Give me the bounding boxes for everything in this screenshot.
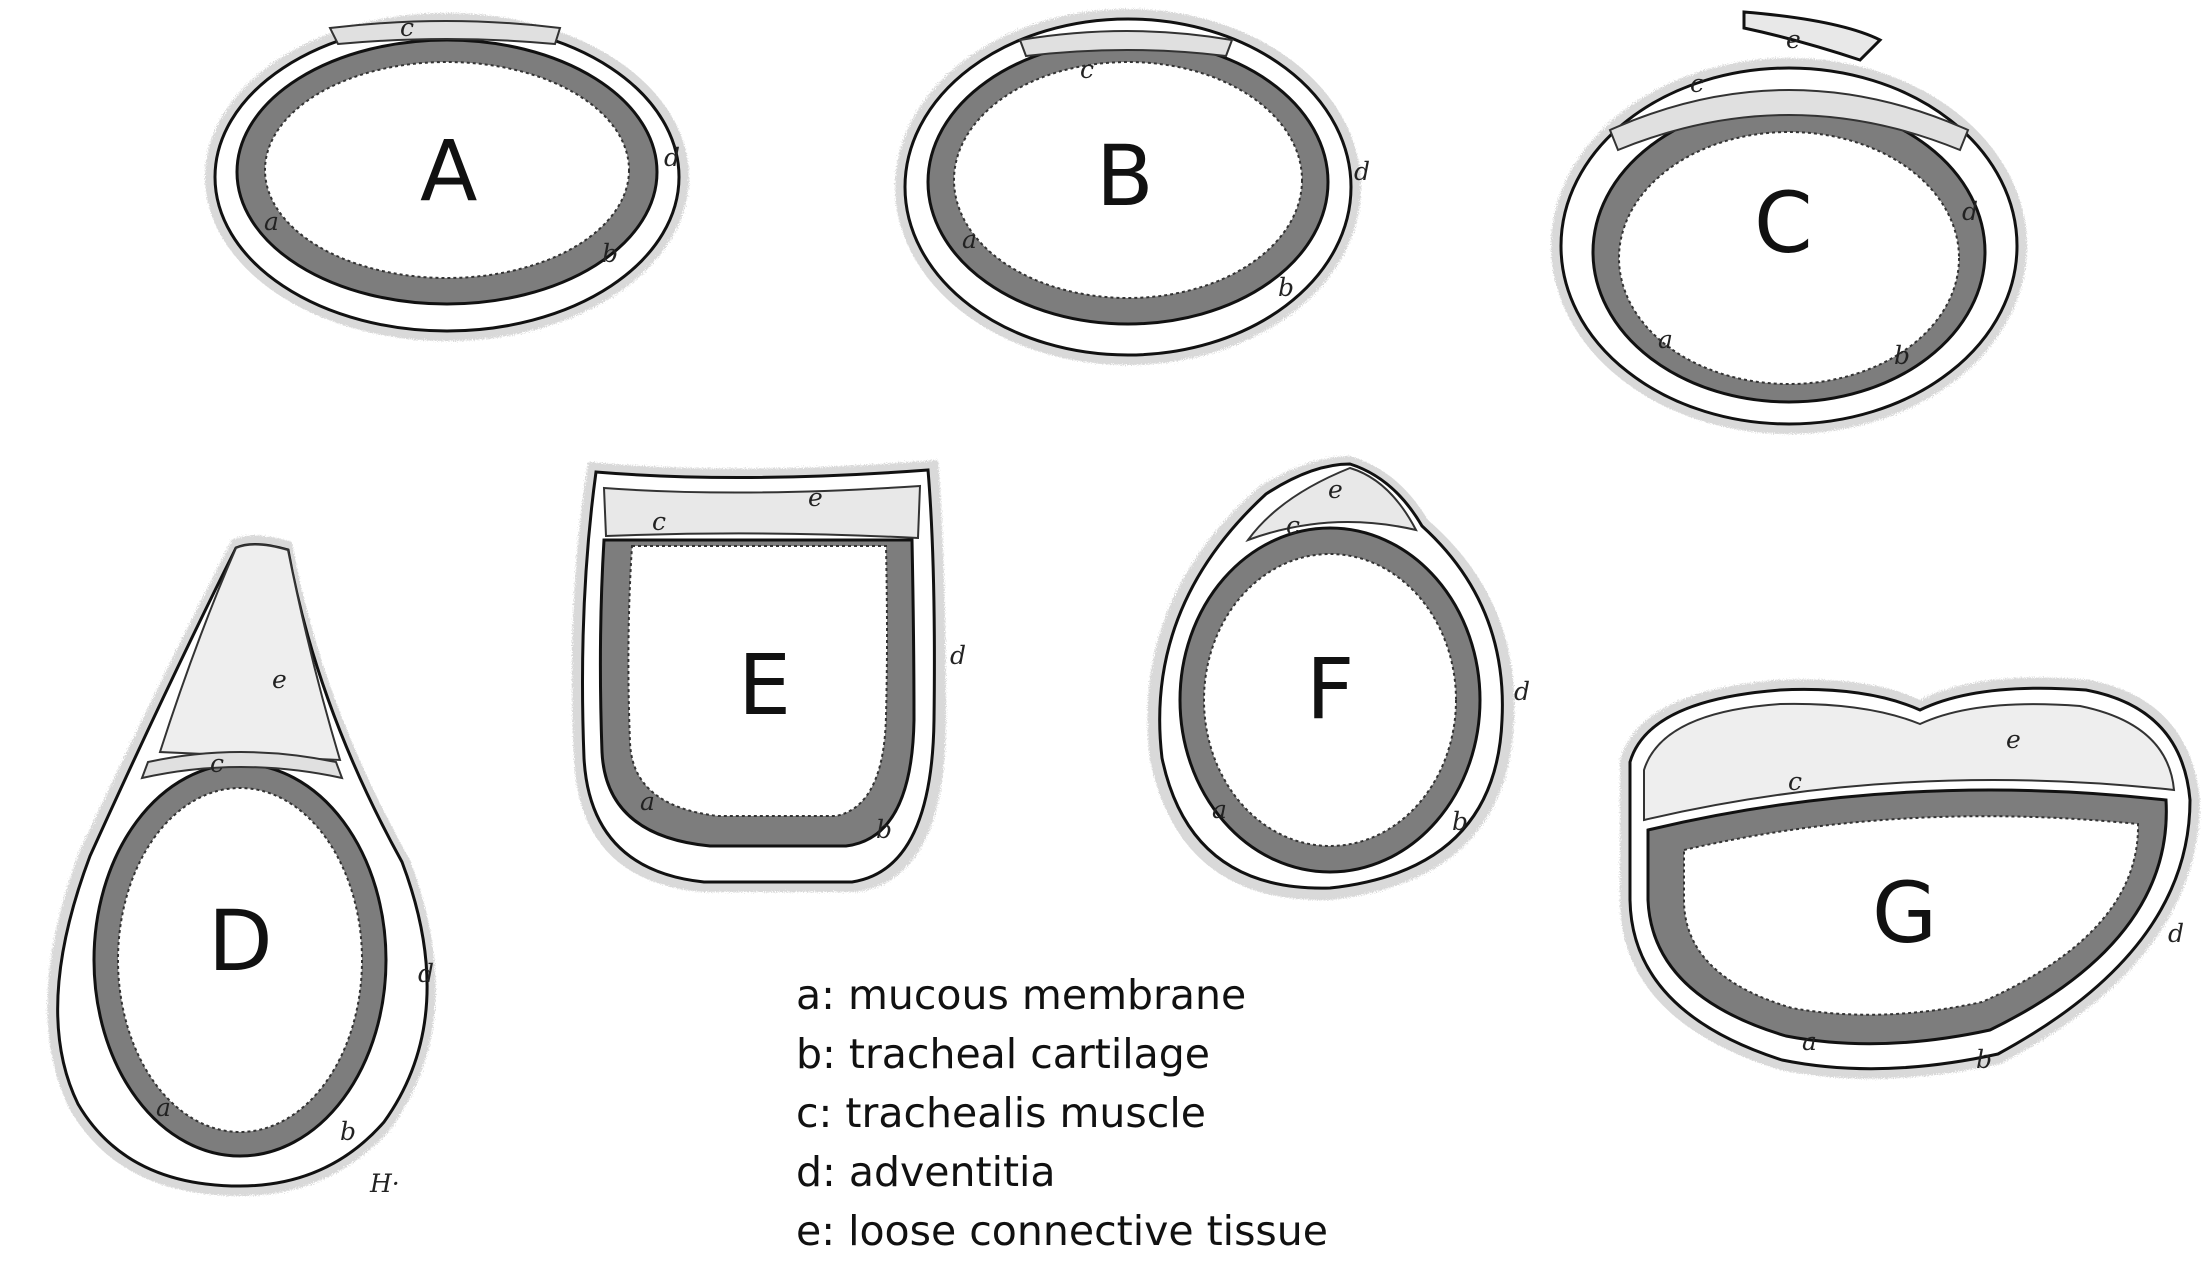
section-a-part-b: b [602,239,618,268]
section-d-part-d: d [418,959,434,988]
section-a-part-a: a [264,207,279,236]
section-a-lumen [264,61,630,279]
section-c-trachealis [1608,89,1970,152]
section-d: D e c a b d H· [47,535,436,1198]
section-g-connective [1643,702,2176,822]
section-g: G e c a b d [1620,677,2200,1079]
section-c-part-d: d [1962,197,1978,226]
section-b-trachealis [1018,30,1234,58]
section-d-part-a: a [156,1093,171,1122]
section-c-connective [1742,10,1883,62]
section-f-label: F [1306,640,1354,738]
section-d-trachealis [140,751,344,780]
section-d-part-b: b [340,1117,356,1146]
section-c-part-a: a [1658,325,1673,354]
section-d-connective [158,543,342,762]
section-a: A c a b d [205,13,689,341]
section-g-part-e: e [2006,725,2021,754]
section-g-part-d: d [2168,919,2184,948]
section-e-label: E [738,636,791,734]
section-d-label: D [208,892,273,990]
section-g-part-a: a [1802,1027,1817,1056]
section-c-part-e: e [1786,25,1801,54]
section-b-part-b: b [1278,273,1294,302]
section-f-lumen [1203,553,1457,847]
section-e-part-a: a [640,787,655,816]
section-b-part-d: d [1354,157,1370,186]
section-e-part-c: c [652,507,666,536]
section-b-part-a: a [962,225,977,254]
section-a-trachealis [328,20,562,46]
section-a-part-c: c [400,13,414,42]
legend-item-e: e: loose connective tissue [796,1207,1328,1255]
section-e-part-d: d [950,641,966,670]
section-e-part-e: e [808,483,823,512]
section-e-part-b: b [876,815,892,844]
section-d-part-e: e [272,665,287,694]
section-a-label: A [420,122,477,220]
section-a-part-d: d [664,143,680,172]
legend-item-b: b: tracheal cartilage [796,1030,1210,1078]
section-c-part-b: b [1894,341,1910,370]
section-b-label: B [1096,127,1154,225]
section-g-part-b: b [1976,1045,1992,1074]
section-b-part-c: c [1080,55,1094,84]
section-f-part-a: a [1212,795,1227,824]
section-e: E e c a b d [571,460,966,892]
section-d-part-c: c [210,749,224,778]
section-f-part-d: d [1514,677,1530,706]
section-d-lumen [117,787,363,1133]
section-f: F e c a b d [1147,456,1530,901]
section-c-label: C [1754,174,1813,272]
section-c-part-c: c [1690,69,1704,98]
legend: a: mucous membrane b: tracheal cartilage… [796,966,1328,1261]
section-f-part-b: b [1452,807,1468,836]
section-g-label: G [1872,864,1937,962]
section-b: B c a b d [895,9,1370,365]
legend-item-d: d: adventitia [796,1148,1056,1196]
section-e-lumen [627,545,888,817]
section-f-part-e: e [1328,475,1343,504]
section-b-lumen [953,61,1303,299]
legend-item-a: a: mucous membrane [796,971,1247,1019]
section-e-connective [602,484,922,540]
legend-item-c: c: trachealis muscle [796,1089,1206,1137]
section-g-lumen [1683,815,2140,1016]
section-g-part-c: c [1788,767,1802,796]
section-d-signature: H· [369,1169,400,1198]
section-c-lumen [1618,131,1960,385]
section-f-connective [1245,466,1418,543]
section-f-part-c: c [1286,511,1300,540]
section-c: C e c a b d [1551,10,2027,434]
